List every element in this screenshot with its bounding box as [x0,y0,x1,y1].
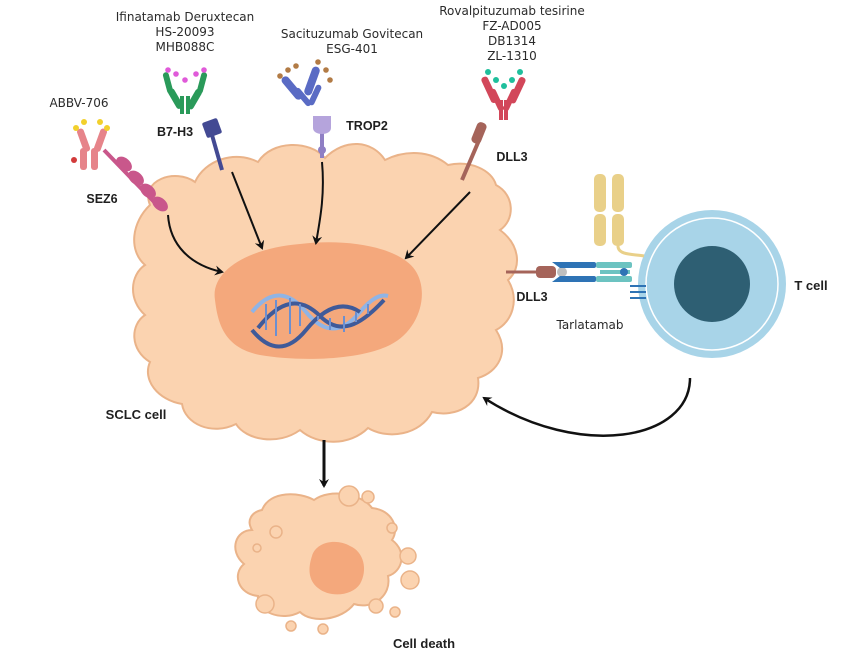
abbv-drug-list: ABBV-706 [42,96,116,111]
dll3-receptor-top [460,122,487,181]
drug-label: Ifinatamab Deruxtecan [115,10,255,24]
trop2-drug-list: Sacituzumab Govitecan ESG-401 [274,27,430,57]
arrow-sez6 [167,214,224,276]
sclc-cell-label: SCLC cell [105,407,167,422]
t-cell-nucleus [674,246,750,322]
drug-label: MHB088C [155,40,215,54]
abbv-706-antibody-icon [71,119,110,170]
drug-label: ZL-1310 [487,49,537,63]
target-label-dll3-right: DLL3 [516,290,548,304]
tumor-nucleus [214,242,422,359]
t-cell-label: T cell [794,278,828,293]
drug-label: DB1314 [487,34,536,48]
drug-label: ABBV-706 [49,96,109,110]
drug-label: Rovalpituzumab tesirine [439,4,585,18]
dying-cell [234,485,420,635]
dna-helix-icon [250,293,389,349]
dll3-antibody-icon [481,69,526,120]
t-cell-outline [645,217,779,351]
arrow-dll3 [404,191,471,260]
tarlatamab-label: Tarlatamab [556,318,624,332]
cd3-complex [594,174,645,258]
drug-label: HS-20093 [155,25,215,39]
tarlatamab-bispecific-icon [552,262,646,299]
target-label-sez6: SEZ6 [86,192,118,206]
target-label-trop2: TROP2 [346,119,388,133]
b7h3-receptor [202,118,224,171]
target-label-b7h3: B7-H3 [156,125,194,139]
trop2-receptor [313,116,331,158]
drug-label: Sacituzumab Govitecan [280,27,424,41]
dll3-receptor-right [506,266,556,278]
sez6-receptor [102,148,168,212]
arrow-b7h3 [231,171,265,250]
arrow-tcell-return [482,377,692,437]
dll3-drug-list: Rovalpituzumab tesirine FZ-AD005 DB1314 … [432,4,592,64]
arrow-trop2 [312,161,324,245]
trop2-antibody-icon [277,59,333,107]
drug-label: FZ-AD005 [482,19,542,33]
target-label-dll3-top: DLL3 [496,150,528,164]
cell-death-label: Cell death [392,636,456,651]
b7h3-antibody-icon [162,67,208,114]
drug-label: ESG-401 [326,42,378,56]
b7h3-drug-list: Ifinatamab Deruxtecan HS-20093 MHB088C [112,10,258,55]
